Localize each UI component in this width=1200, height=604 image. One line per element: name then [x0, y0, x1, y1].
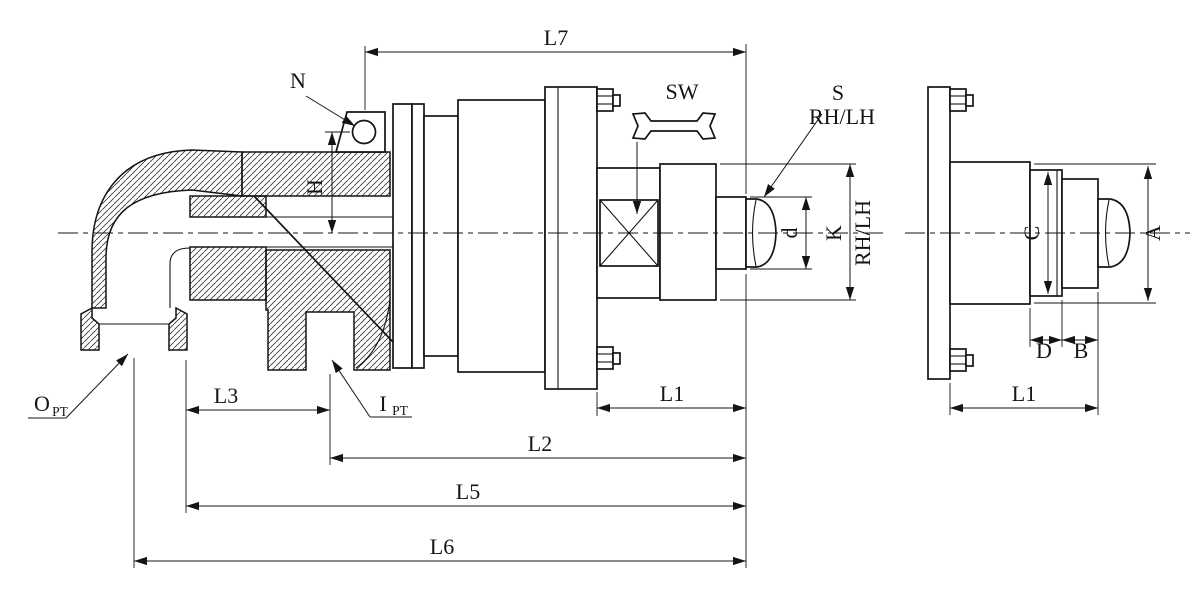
dim-l7: L7	[365, 25, 746, 57]
dim-k: K	[821, 164, 855, 300]
callout-sw: SW	[631, 79, 717, 214]
dim-d: d	[777, 197, 811, 269]
dim-label-l2: L2	[528, 431, 552, 456]
dim-l5: L5	[186, 479, 746, 511]
n-hole	[351, 119, 377, 145]
housing-body	[241, 151, 394, 371]
callout-s-thread: S RH/LH	[763, 80, 875, 198]
label-rhlh-upper: RH/LH	[809, 104, 875, 129]
mounting-lug	[334, 111, 386, 153]
dim-l6: L6	[134, 534, 746, 566]
label-rhlh-axial: RH/LH	[850, 200, 875, 266]
dim-label-d-cap: D	[1036, 338, 1052, 363]
flange-bolt-bottom	[596, 346, 621, 370]
port-label-o: O	[34, 391, 50, 416]
callout-n: N	[290, 68, 356, 127]
flange-bolt-top	[596, 88, 621, 112]
side-bolt-bottom	[949, 348, 974, 372]
dim-label-l3: L3	[214, 383, 238, 408]
dim-label-l5: L5	[456, 479, 480, 504]
dim-label-l1-side: L1	[1012, 381, 1036, 406]
flange	[544, 86, 598, 390]
label-n: N	[290, 68, 306, 93]
port-label-i-sub: PT	[392, 403, 409, 418]
inlet-nipple	[189, 195, 267, 301]
dim-label-k: K	[821, 225, 846, 241]
main-view	[58, 86, 888, 390]
dim-label-b: B	[1074, 338, 1089, 363]
dim-label-h: H	[302, 179, 327, 195]
dim-label-c: C	[1019, 226, 1044, 241]
dim-l2: L2	[330, 431, 746, 463]
dim-label-l1: L1	[660, 381, 684, 406]
dim-label-d: d	[777, 228, 802, 239]
port-label-o-sub: PT	[52, 404, 69, 419]
dim-label-l7: L7	[544, 25, 568, 50]
callout-i-port: I PT	[331, 359, 412, 418]
label-sw: SW	[666, 79, 699, 104]
dim-label-l6: L6	[430, 534, 454, 559]
dim-l1: L1	[597, 381, 746, 413]
side-b-section	[1061, 178, 1099, 289]
dim-label-a: A	[1140, 225, 1165, 241]
dim-c: C	[1019, 172, 1053, 294]
side-bolt-top	[949, 88, 974, 112]
dim-b: B	[1062, 335, 1098, 363]
label-s: S	[832, 80, 844, 105]
dim-a: A	[1140, 166, 1165, 301]
shaft-sections	[596, 163, 777, 301]
wrench-icon	[631, 112, 717, 140]
dim-d-cap: D	[1030, 335, 1062, 363]
rotor-bands	[392, 99, 546, 373]
dim-l1-side: L1	[950, 381, 1098, 413]
dimensions-side: C A D B L1	[949, 163, 1165, 415]
dim-l3: L3	[186, 383, 330, 415]
dimensions-main: L7 H d K RH/LH L1 L3 L2 L5	[28, 25, 875, 568]
side-view	[905, 86, 1190, 380]
port-label-i: I	[379, 391, 386, 416]
elbow-fitting	[80, 149, 243, 351]
callout-o-port: O PT	[28, 353, 129, 419]
dim-h: H	[302, 132, 337, 233]
